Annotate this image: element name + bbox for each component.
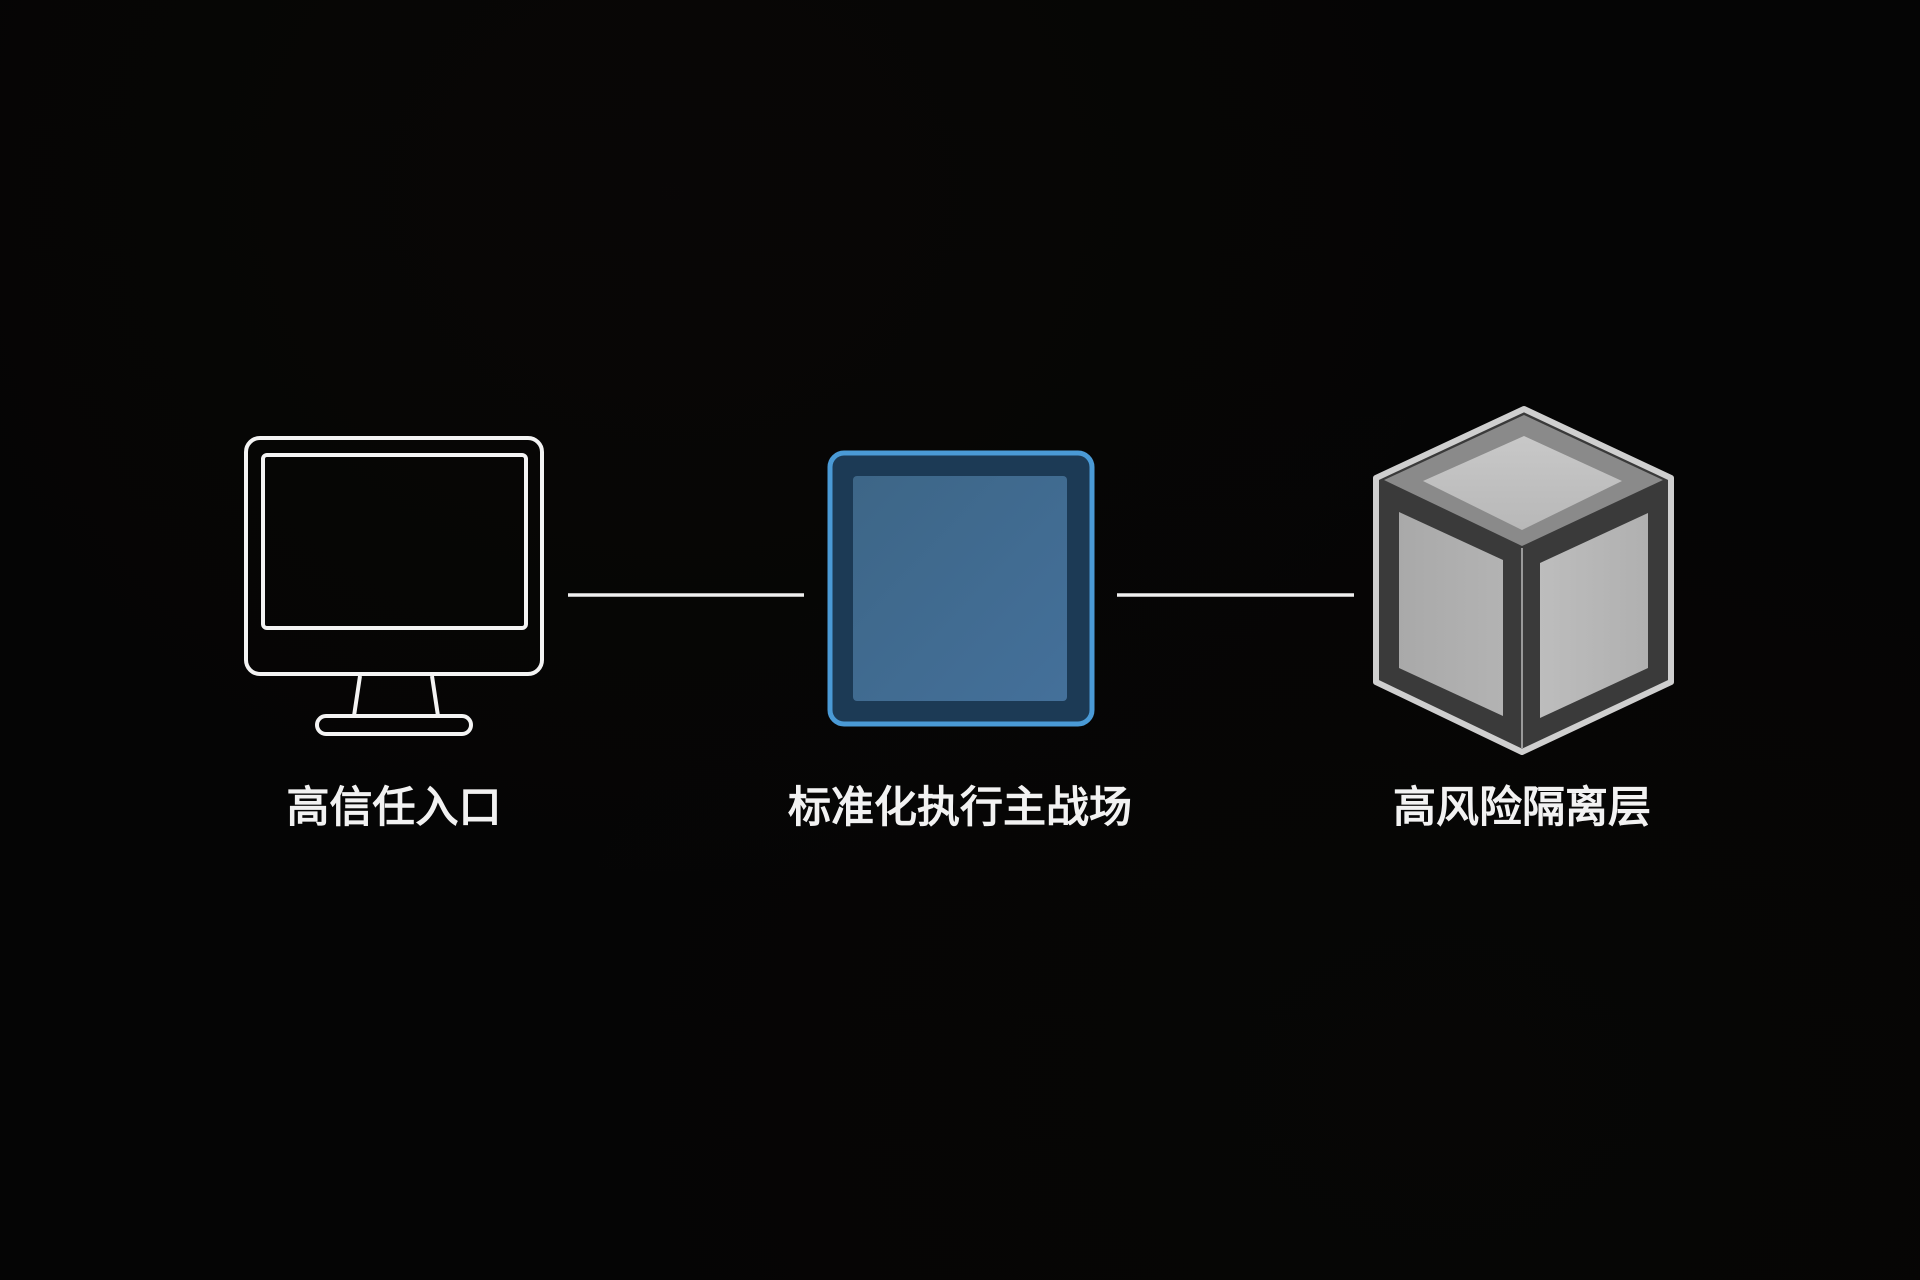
blue-square-panel (853, 476, 1067, 701)
cube-icon (1373, 406, 1674, 755)
blue-square-icon (827, 450, 1095, 727)
cube-top-face (1423, 436, 1622, 530)
cube-right-face (1540, 513, 1648, 718)
node-label-execution: 标准化执行主战场 (788, 783, 1132, 833)
cube-left-face (1399, 512, 1503, 716)
node-label-entry: 高信任入口 (286, 783, 502, 833)
node-label-isolation: 高风险隔离层 (1393, 783, 1651, 833)
monitor-icon (244, 436, 544, 736)
monitor-screen (261, 453, 528, 630)
monitor-stand (352, 675, 440, 717)
monitor-base (315, 714, 473, 736)
monitor-frame (244, 436, 544, 676)
